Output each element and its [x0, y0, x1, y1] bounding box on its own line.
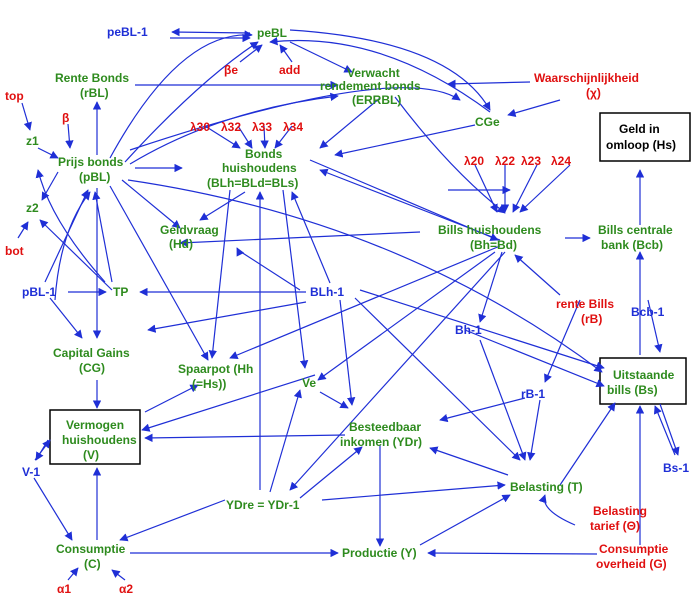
node-bot: bot	[5, 244, 24, 258]
node-productie: Productie (Y)	[342, 546, 417, 560]
node-consumptie-symbol: (C)	[84, 557, 101, 571]
node-lambda34: λ34	[283, 120, 303, 134]
node-rente-bonds-symbol: (rBL)	[80, 86, 109, 100]
node-consumptie-overheid: Consumptie	[599, 542, 669, 556]
node-lambda33: λ33	[252, 120, 272, 134]
node-top: top	[5, 89, 24, 103]
node-consumptie-overheid-symbol: overheid (G)	[596, 557, 667, 571]
node-besteedbaar-inkomen-symbol: inkomen (YDr)	[340, 435, 422, 449]
node-verwacht: Verwacht	[347, 66, 400, 80]
node-waarschijnlijkheid: Waarschijnlijkheid	[534, 71, 639, 85]
node-rente-bills: rente Bills	[556, 297, 614, 311]
node-prijs-bonds-symbol: (pBL)	[79, 170, 110, 184]
node-lambda24: λ24	[551, 154, 571, 168]
node-alpha1: α1	[57, 582, 71, 596]
node-lambda20: λ20	[464, 154, 484, 168]
node-bills-huishoudens: Bills huishoudens	[438, 223, 542, 237]
node-bills-centrale-bank: Bills centrale	[598, 223, 673, 237]
node-z2: z2	[26, 201, 39, 215]
node-add: add	[279, 63, 300, 77]
node-geld-in-omloop: Geld in	[619, 122, 660, 136]
node-bs-lag: Bs-1	[663, 461, 689, 475]
node-lambda32: λ32	[221, 120, 241, 134]
node-verwacht-symbol: (ERRBL)	[352, 93, 401, 107]
node-bh-lag: Bh-1	[455, 323, 482, 337]
node-bcb-lag: Bcb-1	[631, 305, 665, 319]
node-vermogen-huishoudens-line2: huishoudens	[62, 433, 137, 447]
node-prijs-bonds: Prijs bonds	[58, 155, 124, 169]
node-geldvraag: Geldvraag	[160, 223, 219, 237]
node-uitstaande-bills: Uitstaande	[613, 368, 675, 382]
household-wealth-box	[49, 409, 141, 465]
node-geldvraag-symbol: (Hd)	[169, 237, 193, 251]
node-peBL: peBL	[257, 26, 287, 40]
node-z1: z1	[26, 134, 39, 148]
node-uitstaande-bills-symbol: bills (Bs)	[607, 383, 658, 397]
node-rb-lag: rB-1	[521, 387, 545, 401]
node-verwacht-line2: rendement bonds	[320, 79, 421, 93]
node-peBL-lag: peBL-1	[107, 25, 148, 39]
node-beta-e: βe	[224, 63, 238, 77]
node-belasting: Belasting (T)	[510, 480, 583, 494]
node-ydre: YDre = YDr-1	[226, 498, 300, 512]
node-pBL-lag: pBL-1	[22, 285, 56, 299]
node-spaarpot-symbol: (=Hs))	[192, 377, 226, 391]
node-consumptie: Consumptie	[56, 542, 126, 556]
node-waarschijnlijkheid-symbol: (χ)	[586, 86, 601, 100]
node-bills-huishoudens-symbol: (Bh=Bd)	[470, 238, 517, 252]
node-spaarpot: Spaarpot (Hh	[178, 362, 253, 376]
node-lambda22: λ22	[495, 154, 515, 168]
node-vermogen-huishoudens-symbol: (V)	[83, 448, 99, 462]
node-alpha2: α2	[119, 582, 133, 596]
node-rente-bonds: Rente Bonds	[55, 71, 129, 85]
node-belasting-tarief: Belasting	[593, 504, 647, 518]
edges	[17, 27, 680, 581]
node-cge: CGe	[475, 115, 500, 129]
node-capital-gains: Capital Gains	[53, 346, 130, 360]
node-bills-centrale-bank-symbol: bank (Bcb)	[601, 238, 663, 252]
node-vermogen-huishoudens: Vermogen	[66, 418, 124, 432]
node-lambda30: λ30	[190, 120, 210, 134]
node-bonds-huishoudens: Bonds	[245, 147, 283, 161]
node-belasting-tarief-symbol: tarief (Θ)	[590, 519, 640, 533]
node-blh-lag: BLh-1	[310, 285, 344, 299]
money-in-circulation-box	[599, 112, 691, 162]
node-geld-in-omloop-line2: omloop (Hs)	[606, 138, 676, 152]
node-rente-bills-symbol: (rB)	[581, 312, 602, 326]
node-bonds-huishoudens-symbol: (BLh=BLd=BLs)	[207, 176, 298, 190]
node-lambda23: λ23	[521, 154, 541, 168]
node-ve: Ve	[302, 376, 316, 390]
node-tp: TP	[113, 285, 128, 299]
node-beta: β	[62, 111, 69, 125]
node-bonds-huishoudens-line2: huishoudens	[222, 161, 297, 175]
node-v-lag: V-1	[22, 465, 40, 479]
node-capital-gains-symbol: (CG)	[79, 361, 105, 375]
node-besteedbaar-inkomen: Besteedbaar	[349, 420, 421, 434]
